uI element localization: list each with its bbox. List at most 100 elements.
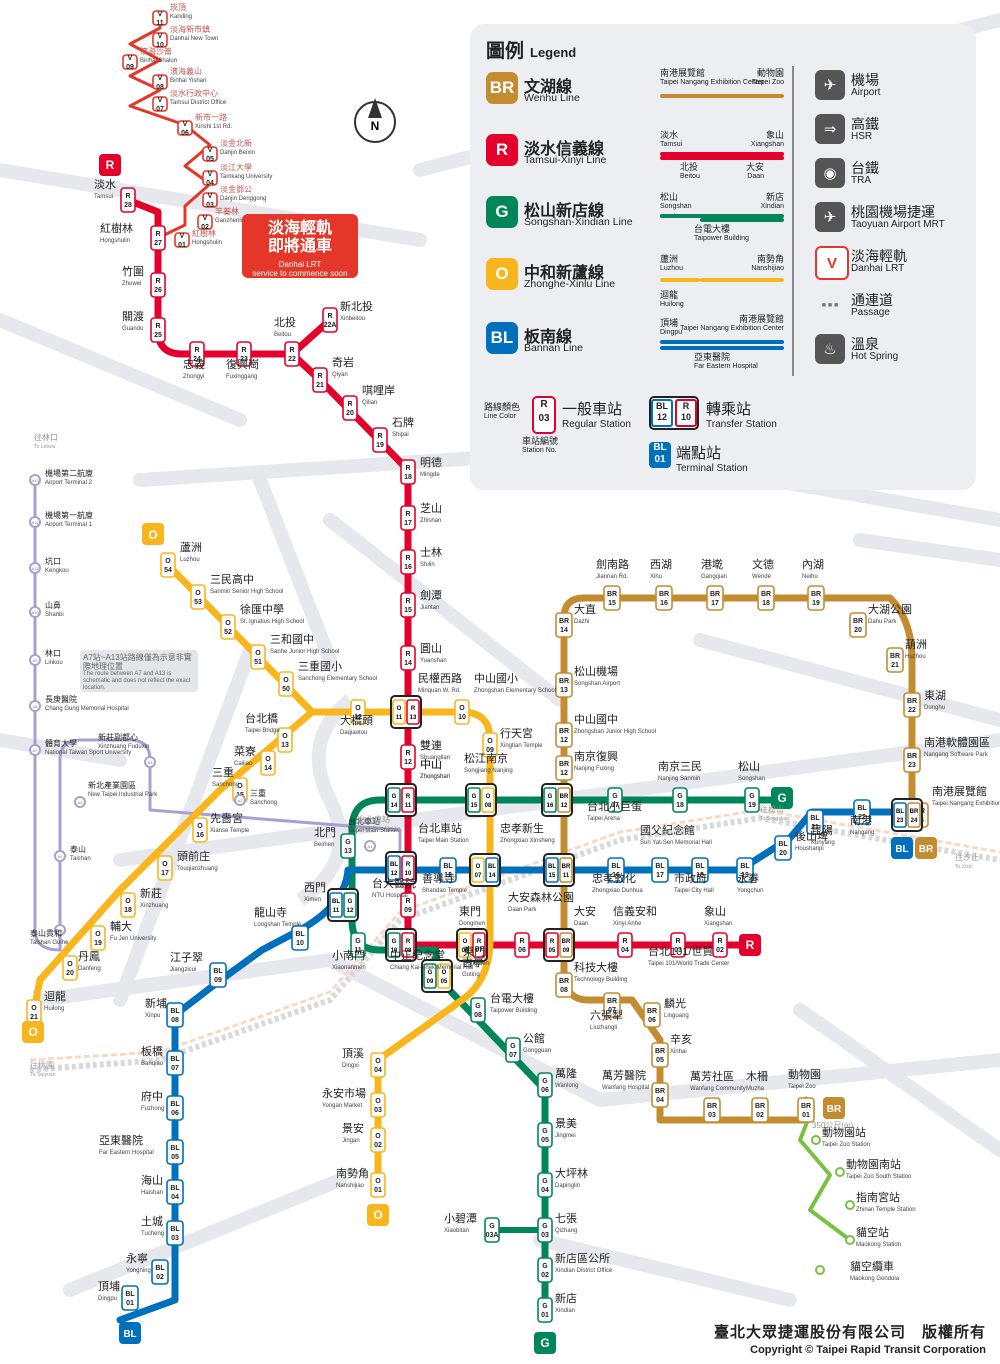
station-code-box [643,1002,661,1028]
station-number: 05 [171,1154,179,1161]
station-code-box [672,787,688,813]
transfer-line-code: O [463,939,468,945]
station-number: 20 [854,627,862,634]
station-number: 03 [541,1232,549,1239]
line-badge-br: BR [486,72,518,104]
station-code-box [291,925,309,951]
direction-label-en: Taipei Main Station [358,826,400,832]
route-badge-o: O [367,1204,389,1226]
station-r02: R02 [712,932,728,958]
station-name: 海山 [141,1173,163,1187]
transfer-line-box [392,699,406,725]
station-number: 21 [891,662,899,669]
zhonghe-xinlu-line-west [30,708,316,1014]
station-code-box [120,187,136,213]
station-name: 台電大樓 [490,991,534,1005]
station-line-code: O [459,705,465,712]
station-name-en: Tamkang University [220,174,272,180]
route-badge-bl: BL [119,1322,141,1344]
gondola-stop [811,1135,821,1145]
station-o13: O13 [277,727,293,753]
route-badge-box [142,523,164,545]
station-name: 東門 [459,905,481,918]
compass-icon: N [354,98,396,143]
station-code-box [482,732,498,758]
station-name: 三重國小 [298,659,342,673]
route-badge-code: BL [895,844,908,855]
line-badge-o: O [486,258,518,290]
road [33,953,337,1007]
station-number: 19 [748,802,756,809]
station-name: 新店 [555,1291,577,1305]
station-code-box [400,592,416,618]
station-name-en: Danjin Denggong [220,196,266,202]
passage-icon: ■ ■ ■ [821,301,839,309]
station-name: 崁頂 [170,3,186,12]
station-number: 06 [541,1087,549,1094]
station-name: 忠義 [183,357,205,371]
station-name: 信義安和 [613,904,657,918]
legend-symbol-label: 桃園機場捷運 [851,204,935,220]
station-name: 石牌 [392,415,414,429]
station-name-en: Taipei 101/World Trade Center [648,961,729,967]
station-name-en: Dingpu [98,1296,117,1302]
station-a8: A8 [29,700,41,712]
station-name: 動物園站 [822,1125,866,1139]
legend-symbol-label: 淡海輕軌 [851,248,907,264]
station-line-code: BR [559,761,569,768]
legend-line-name-en: Zhonghe-Xinlu Line [524,278,616,290]
station-line-code: BL [170,1145,180,1152]
station-line-code: G [475,1003,481,1010]
legend-symbol-label-en: Hot Spring [851,351,899,362]
legend-symbol-label-en: Airport [851,87,881,98]
station-r09: R09 [400,892,416,918]
station-line-code: R [405,465,410,472]
station-name-en: Binhai Yishan [170,78,206,84]
station-name: 淡金北新 [220,138,252,148]
direction-label: 台北車站 [358,814,390,824]
station-number: 17 [711,600,719,607]
station-a2: A2 [234,794,246,806]
station-number: 19 [376,442,384,449]
airport-mrt-stop [29,474,41,486]
station-line-code: R [675,938,680,945]
station-name-en: Maokong Gondola [850,1276,900,1282]
station-code-box [312,367,328,393]
station-number: 19 [94,940,102,947]
transfer-line-code: O [442,970,447,976]
station-code-box [202,192,218,208]
transfer-number: 23 [897,818,904,824]
station-name-en: Xinzhuang Fuduxin [98,744,149,750]
station-code-box [706,585,724,611]
legend-line-bar [660,94,784,98]
station-name: 科技大樓 [574,960,618,974]
station-g04: G04 [537,1172,553,1198]
station-number: 13 [444,872,452,879]
station-name: 南勢角 [336,1166,369,1180]
station-code-box [192,817,208,843]
station-code-box [736,857,754,883]
station-name-en: Dingxi [342,1063,359,1069]
station-line-code: BR [559,978,569,985]
gondola-stop [835,1167,845,1177]
station-name-en: Yongning [126,1268,151,1274]
station-g08: G08 [470,997,486,1023]
station-code-box [202,146,218,162]
airport-mrt-stop [29,606,41,618]
station-line-code: BR [890,653,900,660]
station-number: 04 [206,180,214,187]
station-name: 萬芳醫院 [602,1068,646,1082]
transfer-line-code: BR [560,794,569,800]
